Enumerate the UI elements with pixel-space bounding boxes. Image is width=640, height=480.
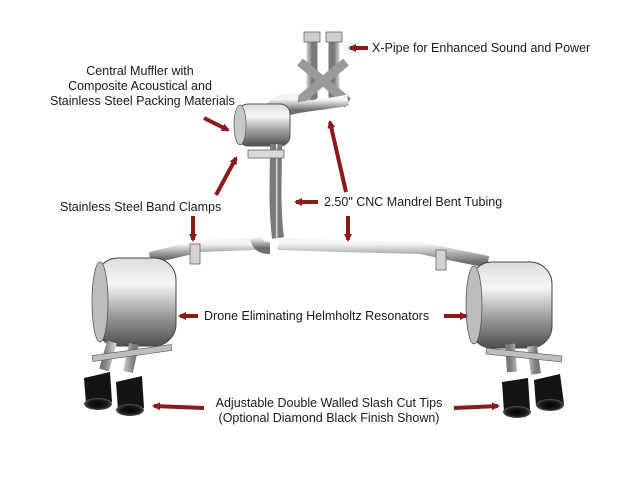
arrow-clamp-top: [214, 156, 238, 196]
label-central-muffler-line-2: Composite Acoustical and: [68, 79, 212, 93]
band-clamp-left: [189, 243, 201, 265]
label-central-muffler: Central Muffler with Composite Acoustica…: [50, 64, 235, 109]
left-exhaust-tips: [84, 340, 173, 416]
right-exhaust-tips: [485, 343, 564, 418]
arrow-tips-left: [152, 402, 205, 411]
label-slash-cut-tips-line-2: (Optional Diamond Black Finish Shown): [218, 411, 440, 425]
label-band-clamps: Stainless Steel Band Clamps: [60, 200, 222, 214]
x-pipe: [295, 31, 351, 108]
label-xpipe: X-Pipe for Enhanced Sound and Power: [372, 41, 591, 55]
band-clamp: [247, 149, 285, 159]
label-mandrel-tubing: 2.50" CNC Mandrel Bent Tubing: [324, 195, 503, 209]
label-slash-cut-tips: Adjustable Double Walled Slash Cut Tips …: [206, 396, 452, 426]
arrow-tips-right: [453, 402, 500, 411]
label-central-muffler-line-1: Central Muffler with: [86, 64, 194, 78]
label-central-muffler-line-3: Stainless Steel Packing Materials: [50, 94, 235, 108]
mandrel-bent-tubing: [247, 143, 285, 239]
right-resonator: [465, 261, 553, 349]
label-helmholtz-resonators: Drone Eliminating Helmholtz Resonators: [204, 309, 430, 323]
cross-pipe: [148, 236, 490, 271]
label-slash-cut-tips-line-1: Adjustable Double Walled Slash Cut Tips: [215, 396, 443, 410]
callout-arrows: [152, 44, 500, 411]
arrow-tubing-up: [327, 120, 348, 193]
arrow-muffler: [203, 116, 230, 132]
central-muffler: [233, 103, 291, 147]
band-clamp-right: [435, 249, 447, 271]
left-resonator: [91, 257, 177, 347]
